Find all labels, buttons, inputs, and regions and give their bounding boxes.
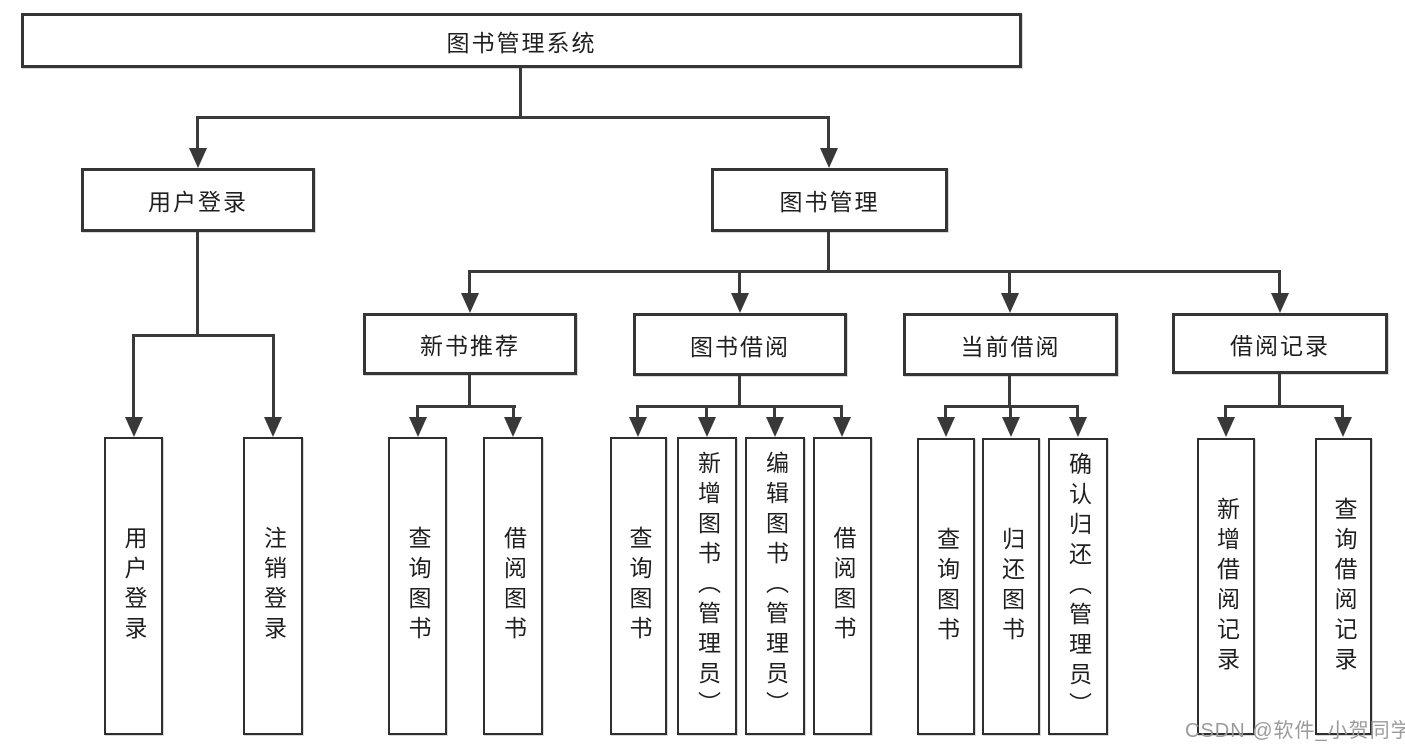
arrowhead-icon — [1334, 417, 1352, 437]
arrowhead-icon — [264, 417, 282, 437]
arrowhead-icon — [125, 417, 143, 437]
connector — [196, 116, 830, 119]
arrowhead-icon — [698, 417, 716, 437]
connector — [468, 271, 471, 296]
leaf-user-login: 用户登录 — [104, 437, 163, 735]
node-new-book-recommend: 新书推荐 — [363, 313, 577, 375]
arrowhead-icon — [833, 417, 851, 437]
connector — [827, 232, 830, 272]
connector — [196, 117, 199, 151]
arrowhead-icon — [189, 148, 207, 168]
leaf-borrow-book: 借阅图书 — [813, 437, 872, 735]
leaf-confirm-return-admin: 确认归还（管理员） — [1048, 438, 1108, 735]
connector — [416, 406, 419, 420]
leaf-return-book: 归还图书 — [982, 438, 1040, 735]
node-book-borrow: 图书借阅 — [633, 313, 847, 376]
connector — [1224, 406, 1227, 420]
connector — [1008, 376, 1011, 408]
connector — [272, 335, 275, 421]
leaf-query-book-current: 查询图书 — [917, 438, 975, 735]
leaf-edit-book-admin: 编辑图书（管理员） — [745, 437, 805, 735]
connector — [1341, 406, 1344, 420]
arrowhead-icon — [937, 417, 955, 437]
leaf-query-book-borrow: 查询图书 — [610, 437, 667, 735]
arrowhead-icon — [1001, 293, 1019, 313]
connector — [468, 270, 1281, 273]
connector — [468, 375, 471, 408]
connector — [1009, 406, 1012, 420]
connector — [416, 405, 516, 408]
connector — [738, 271, 741, 296]
node-borrow-records: 借阅记录 — [1172, 313, 1388, 374]
leaf-query-borrow-record: 查询借阅记录 — [1315, 438, 1372, 735]
node-current-borrow: 当前借阅 — [903, 313, 1118, 376]
arrowhead-icon — [629, 417, 647, 437]
connector — [512, 406, 515, 420]
connector — [1278, 374, 1281, 408]
arrowhead-icon — [766, 417, 784, 437]
watermark-text: CSDN @软件_小贺同学 — [1185, 720, 1405, 742]
arrowhead-icon — [409, 417, 427, 437]
leaf-borrow-book-recommend: 借阅图书 — [483, 437, 543, 735]
connector — [132, 334, 275, 337]
connector — [1008, 271, 1011, 296]
arrowhead-icon — [1271, 293, 1289, 313]
arrowhead-icon — [504, 417, 522, 437]
connector — [196, 232, 199, 336]
arrowhead-icon — [461, 293, 479, 313]
connector — [132, 335, 135, 421]
connector — [944, 406, 947, 420]
connector — [1278, 271, 1281, 296]
connector — [738, 376, 741, 408]
connector — [1224, 405, 1344, 408]
node-user-login: 用户登录 — [81, 168, 315, 232]
connector — [636, 405, 843, 408]
node-book-management: 图书管理 — [711, 168, 948, 232]
leaf-add-book-admin: 新增图书（管理员） — [677, 437, 737, 735]
leaf-add-borrow-record: 新增借阅记录 — [1197, 438, 1255, 735]
connector — [827, 117, 830, 151]
arrowhead-icon — [1069, 417, 1087, 437]
connector — [519, 68, 522, 119]
arrowhead-icon — [731, 293, 749, 313]
arrowhead-icon — [1002, 417, 1020, 437]
connector — [1076, 406, 1079, 420]
connector — [705, 406, 708, 420]
arrowhead-icon — [820, 148, 838, 168]
node-root: 图书管理系统 — [21, 13, 1022, 68]
connector — [773, 406, 776, 420]
leaf-query-book-recommend: 查询图书 — [388, 437, 447, 735]
connector — [840, 406, 843, 420]
connector — [636, 406, 639, 420]
arrowhead-icon — [1217, 417, 1235, 437]
leaf-logout: 注销登录 — [243, 437, 303, 735]
